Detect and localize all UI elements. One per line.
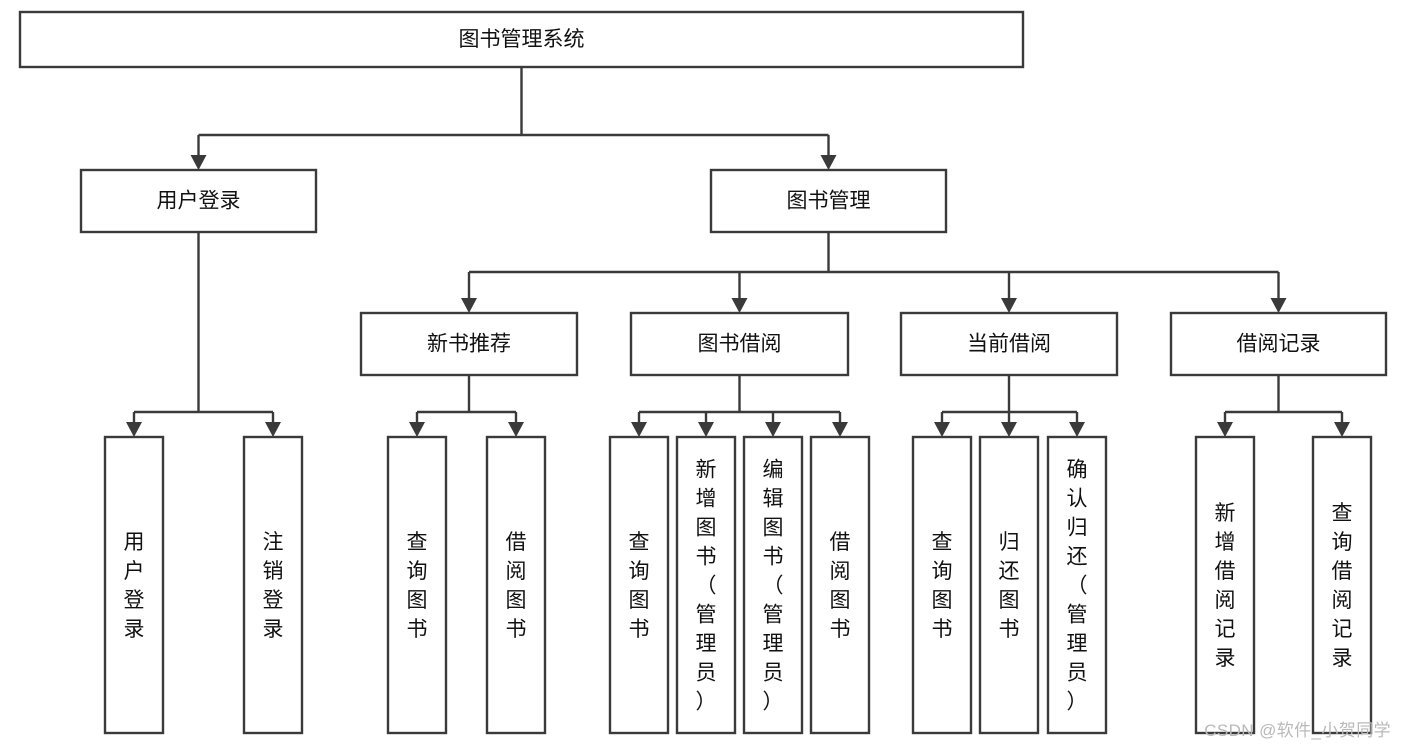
node-user-login-label: 用户登录: [157, 190, 241, 213]
node-book-manage-box[interactable]: [709, 168, 948, 234]
l2-to-l3-0-arrowhead-icon: [461, 298, 477, 313]
node-leaf-confirm-return-box[interactable]: [1046, 435, 1108, 735]
node-leaf-query-record-box[interactable]: [1311, 435, 1373, 735]
node-leaf-edit-book[interactable]: 编辑图书（管理员）: [742, 435, 804, 735]
l2-to-l3-1-arrowhead-icon: [731, 298, 748, 313]
node-leaf-user-login[interactable]: 用户登录: [103, 435, 165, 735]
node-leaf-borrow-book-label: 借阅图书: [830, 531, 851, 641]
node-leaf-borrow-book-rec-label: 借阅图书: [506, 531, 527, 641]
book-borrow-to-leaf-1-arrowhead-icon: [698, 422, 714, 437]
node-leaf-query-book-rec-box[interactable]: [386, 435, 448, 735]
current-borrow-to-leaf-2-arrowhead-icon: [1069, 422, 1085, 437]
node-leaf-return-book-label: 归还图书: [999, 531, 1020, 641]
l2-to-l3-2-arrowhead-icon: [1001, 298, 1017, 313]
node-leaf-borrow-book[interactable]: 借阅图书: [809, 435, 871, 735]
node-leaf-confirm-return-label: 确认归还（管理员）: [1067, 459, 1088, 714]
book-borrow-to-leaf-2-arrowhead-icon: [765, 422, 781, 437]
node-book-borrow-box[interactable]: [629, 311, 850, 377]
node-leaf-borrow-book-rec-box[interactable]: [485, 435, 547, 735]
node-user-login[interactable]: 用户登录: [79, 168, 318, 234]
node-leaf-query-book-cur-label: 查询图书: [932, 531, 953, 641]
node-leaf-add-record-box[interactable]: [1194, 435, 1256, 735]
node-leaf-add-record-label: 新增借阅记录: [1215, 502, 1236, 670]
node-leaf-borrow-book-rec[interactable]: 借阅图书: [485, 435, 547, 735]
node-leaf-logout[interactable]: 注销登录: [242, 435, 304, 735]
node-leaf-add-book-label: 新增图书（管理员）: [696, 459, 717, 714]
borrow-record-to-leaf-1-arrowhead-icon: [1334, 422, 1350, 437]
node-root[interactable]: 图书管理系统: [18, 10, 1025, 69]
root-to-l2-0-arrowhead-icon: [190, 155, 207, 170]
node-borrow-record[interactable]: 借阅记录: [1169, 311, 1388, 377]
node-leaf-confirm-return[interactable]: 确认归还（管理员）: [1046, 435, 1108, 735]
root-to-l2-1-arrowhead-icon: [820, 155, 837, 170]
node-new-book-recommend-label: 新书推荐: [427, 333, 511, 356]
connectors-layer: [126, 67, 1350, 437]
node-root-label: 图书管理系统: [459, 28, 585, 51]
node-new-book-recommend[interactable]: 新书推荐: [359, 311, 579, 377]
node-new-book-recommend-box[interactable]: [359, 311, 579, 377]
node-leaf-logout-box[interactable]: [242, 435, 304, 735]
node-leaf-add-book[interactable]: 新增图书（管理员）: [675, 435, 737, 735]
node-leaf-query-book-borrow-box[interactable]: [608, 435, 670, 735]
user-login-to-leaf-1-arrowhead-icon: [265, 422, 281, 437]
node-leaf-logout-label: 注销登录: [263, 531, 284, 641]
book-borrow-to-leaf-3-arrowhead-icon: [832, 422, 848, 437]
user-login-to-leaf-0-arrowhead-icon: [126, 422, 142, 437]
node-leaf-query-record[interactable]: 查询借阅记录: [1311, 435, 1373, 735]
node-leaf-query-book-cur-box[interactable]: [911, 435, 973, 735]
node-user-login-box[interactable]: [79, 168, 318, 234]
node-leaf-add-record[interactable]: 新增借阅记录: [1194, 435, 1256, 735]
node-leaf-query-book-cur[interactable]: 查询图书: [911, 435, 973, 735]
node-leaf-user-login-label: 用户登录: [124, 531, 145, 641]
node-leaf-query-book-borrow[interactable]: 查询图书: [608, 435, 670, 735]
node-leaf-borrow-book-box[interactable]: [809, 435, 871, 735]
node-current-borrow[interactable]: 当前借阅: [899, 311, 1119, 377]
node-borrow-record-box[interactable]: [1169, 311, 1388, 377]
csdn-watermark: CSDN @软件_小贺同学: [1204, 721, 1391, 740]
book-borrow-to-leaf-0-arrowhead-icon: [631, 422, 647, 437]
node-leaf-user-login-box[interactable]: [103, 435, 165, 735]
node-book-manage[interactable]: 图书管理: [709, 168, 948, 234]
node-current-borrow-box[interactable]: [899, 311, 1119, 377]
node-book-borrow-label: 图书借阅: [698, 333, 782, 356]
node-leaf-edit-book-label: 编辑图书（管理员）: [763, 459, 784, 714]
node-leaf-query-book-rec[interactable]: 查询图书: [386, 435, 448, 735]
current-borrow-to-leaf-1-arrowhead-icon: [1001, 422, 1017, 437]
node-current-borrow-label: 当前借阅: [967, 333, 1051, 356]
current-borrow-to-leaf-0-arrowhead-icon: [934, 422, 950, 437]
new-book-recommend-to-leaf-1-arrowhead-icon: [508, 422, 524, 437]
node-leaf-add-book-box[interactable]: [675, 435, 737, 735]
nodes-layer: 图书管理系统用户登录图书管理新书推荐图书借阅当前借阅借阅记录用户登录注销登录查询…: [18, 10, 1388, 735]
node-leaf-query-record-label: 查询借阅记录: [1332, 502, 1353, 670]
node-book-borrow[interactable]: 图书借阅: [629, 311, 850, 377]
node-leaf-return-book-box[interactable]: [978, 435, 1040, 735]
node-leaf-query-book-borrow-label: 查询图书: [629, 531, 650, 641]
borrow-record-to-leaf-0-arrowhead-icon: [1217, 422, 1233, 437]
node-root-box[interactable]: [18, 10, 1025, 69]
node-borrow-record-label: 借阅记录: [1237, 333, 1321, 356]
node-book-manage-label: 图书管理: [787, 190, 871, 213]
node-leaf-return-book[interactable]: 归还图书: [978, 435, 1040, 735]
l2-to-l3-3-arrowhead-icon: [1270, 298, 1287, 313]
node-leaf-query-book-rec-label: 查询图书: [407, 531, 428, 641]
new-book-recommend-to-leaf-0-arrowhead-icon: [409, 422, 425, 437]
node-leaf-edit-book-box[interactable]: [742, 435, 804, 735]
